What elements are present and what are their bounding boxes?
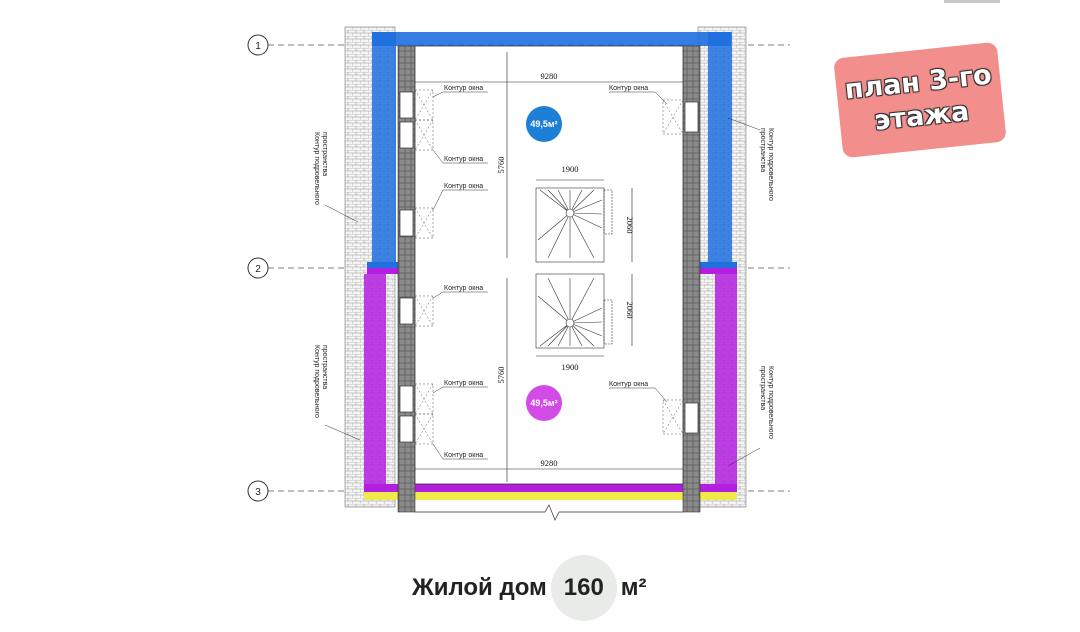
dim-lines: [415, 52, 683, 482]
break-line: [415, 504, 683, 521]
caption-area: 160: [563, 574, 604, 601]
axis-marker-1: 1: [247, 34, 269, 56]
axis-label-3: 3: [255, 487, 261, 498]
caption-unit: м²: [620, 574, 647, 601]
window-contours: [414, 89, 684, 445]
axis-label-1: 1: [255, 41, 261, 52]
attic-label-left-top-2: пространства: [321, 132, 328, 176]
axis-marker-3: 3: [247, 480, 269, 502]
caption-prefix: Жилой дом: [412, 574, 547, 601]
area-circle: 160: [550, 555, 617, 621]
dim-stair-length-top: 2060: [625, 217, 635, 234]
room-area-bottom: 49,5м²: [526, 385, 562, 421]
window-label-7: Контур окна: [609, 85, 648, 92]
dim-height-bottom: 5760: [496, 367, 506, 384]
dim-stair-length-bottom: 2060: [625, 302, 635, 319]
attic-label-right-bottom-2: пространства: [759, 366, 766, 410]
room-area-top-circle: [526, 106, 562, 142]
windows-left: [399, 91, 414, 443]
room-area-bottom-text: 49,5м²: [530, 398, 557, 408]
room-area-bottom-circle: [526, 385, 562, 421]
attic-label-left-top-1: Контур подровельного: [313, 132, 320, 205]
staircase-bottom: [535, 273, 613, 349]
room-area-top: 49,5м²: [526, 106, 562, 142]
windows-right: [684, 101, 699, 434]
dim-stair-width-top: 1900: [562, 164, 579, 174]
axis-marker-2: 2: [247, 257, 269, 279]
attic-label-right-bottom-1: Контур подровельного: [767, 366, 774, 439]
window-label-1: Контур окна: [444, 85, 483, 92]
attic-label-left-bottom-1: Контур подровельного: [313, 345, 320, 418]
attic-label-left-bottom-2: пространства: [321, 345, 328, 389]
axis-label-2: 2: [255, 264, 261, 275]
window-label-2: Контур окна: [444, 156, 483, 163]
house-caption: Жилой дом 160 м²: [412, 555, 647, 621]
dim-width-bottom: 9280: [541, 458, 558, 468]
title-badge: план 3-го этажа: [833, 41, 1007, 159]
yellow-zone: [364, 492, 737, 500]
attic-label-right-top-1: Контур подровельного: [767, 128, 774, 201]
window-label-3: Контур окна: [444, 183, 483, 190]
attic-leaders: [324, 117, 761, 467]
leader-lines: [432, 91, 668, 460]
attic-label-right-top-2: пространства: [759, 128, 766, 172]
dim-width-top: 9280: [541, 71, 558, 81]
dim-stair-width-bottom: 1900: [562, 362, 579, 372]
window-label-8: Контур окна: [609, 381, 648, 388]
window-label-5: Контур окна: [444, 380, 483, 387]
dim-height-top: 5760: [496, 157, 506, 174]
window-label-4: Контур окна: [444, 285, 483, 292]
staircase-top: [535, 187, 613, 263]
room-area-top-text: 49,5м²: [530, 119, 557, 129]
window-label-6: Контур окна: [444, 452, 483, 459]
top-edge-bar: [944, 0, 1000, 3]
